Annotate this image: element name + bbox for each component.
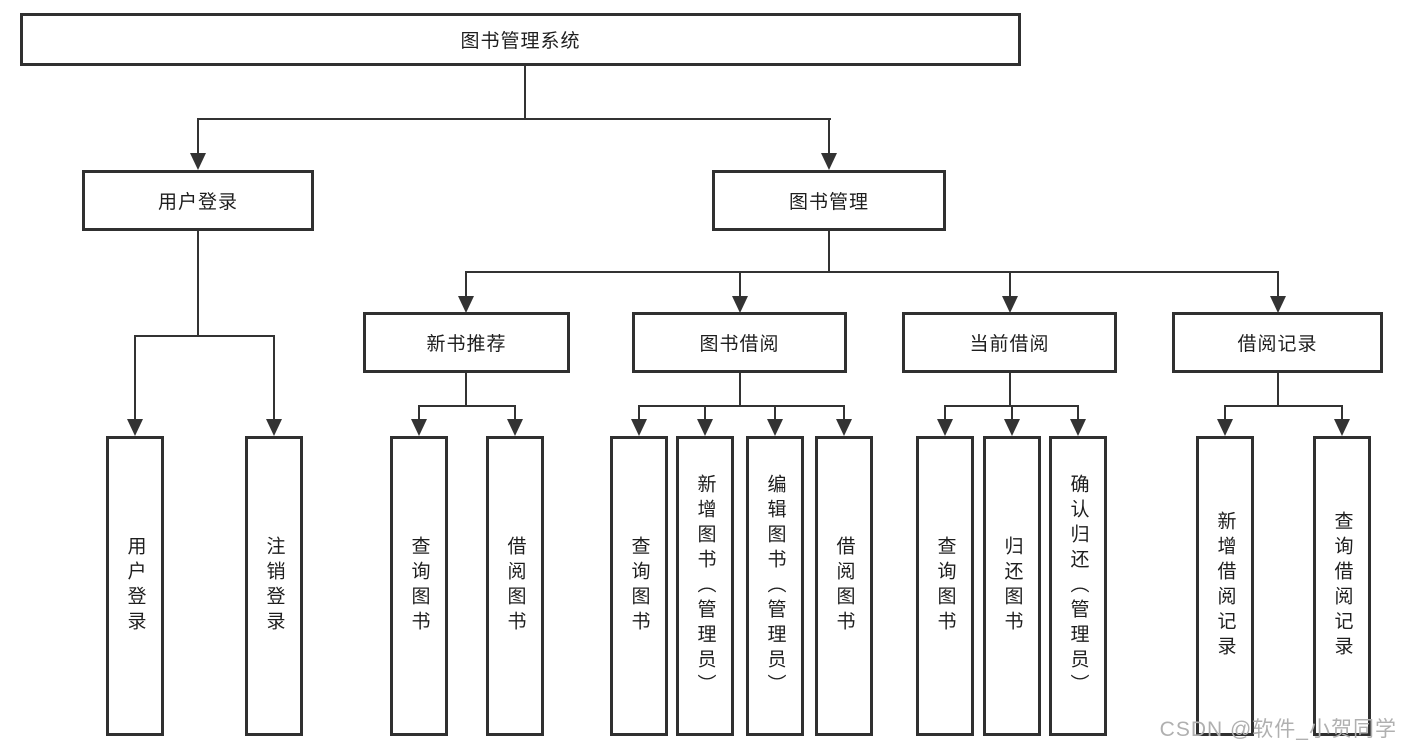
leaf-label: 归还图书 (1001, 536, 1023, 636)
leaf-label: 查询图书 (934, 536, 956, 636)
node-book-management-branch: 图书管理 (712, 170, 946, 231)
arrow-down-icon (266, 419, 282, 436)
node-user-login-leaf: 用户登录 (106, 436, 164, 736)
connector-line (638, 405, 844, 407)
leaf-label: 注销登录 (263, 536, 285, 636)
node-add-book-admin: 新增图书（管理员） (676, 436, 734, 736)
leaf-label: 确认归还（管理员） (1067, 473, 1089, 699)
connector-line (465, 373, 467, 407)
leaf-label: 查询图书 (628, 536, 650, 636)
node-query-borrow-record: 查询借阅记录 (1313, 436, 1371, 736)
connector-line (1011, 405, 1013, 420)
arrow-down-icon (458, 296, 474, 313)
node-borrow-books-recommend: 借阅图书 (486, 436, 544, 736)
connector-line (638, 405, 640, 420)
connector-line (1341, 405, 1343, 420)
connector-line (514, 405, 516, 420)
node-return-books: 归还图书 (983, 436, 1041, 736)
arrow-down-icon (190, 153, 206, 170)
node-logout-leaf: 注销登录 (245, 436, 303, 736)
node-new-book-recommend: 新书推荐 (363, 312, 570, 373)
node-edit-book-admin: 编辑图书（管理员） (746, 436, 804, 736)
arrow-down-icon (1070, 419, 1086, 436)
arrow-down-icon (1002, 296, 1018, 313)
connector-line (1277, 271, 1279, 297)
connector-line (828, 231, 830, 273)
leaf-label: 新增借阅记录 (1214, 511, 1236, 661)
connector-line (418, 405, 516, 407)
arrow-down-icon (836, 419, 852, 436)
connector-line (418, 405, 420, 420)
leaf-label: 编辑图书（管理员） (764, 473, 786, 699)
node-current-borrowing: 当前借阅 (902, 312, 1117, 373)
connector-line (197, 118, 199, 154)
connector-line (273, 335, 275, 420)
connector-line (828, 118, 830, 154)
connector-line (1224, 405, 1226, 420)
leaf-label: 查询图书 (408, 536, 430, 636)
arrow-down-icon (732, 296, 748, 313)
connector-line (524, 66, 526, 119)
connector-line (843, 405, 845, 420)
arrow-down-icon (1004, 419, 1020, 436)
arrow-down-icon (937, 419, 953, 436)
connector-line (134, 335, 136, 420)
connector-line (1009, 271, 1011, 297)
connector-line (197, 231, 199, 337)
connector-line (134, 335, 275, 337)
connector-line (465, 271, 467, 297)
node-book-borrowing: 图书借阅 (632, 312, 847, 373)
connector-line (739, 271, 741, 297)
arrow-down-icon (821, 153, 837, 170)
leaf-label: 借阅图书 (833, 536, 855, 636)
connector-line (774, 405, 776, 420)
arrow-down-icon (1217, 419, 1233, 436)
leaf-label: 借阅图书 (504, 536, 526, 636)
connector-line (1224, 405, 1342, 407)
connector-line (944, 405, 946, 420)
arrow-down-icon (1270, 296, 1286, 313)
node-query-books-borrow: 查询图书 (610, 436, 668, 736)
node-root-library-system: 图书管理系统 (20, 13, 1021, 66)
connector-line (465, 271, 1279, 273)
node-user-login-branch: 用户登录 (82, 170, 314, 231)
node-confirm-return-admin: 确认归还（管理员） (1049, 436, 1107, 736)
connector-line (1009, 373, 1011, 407)
leaf-label: 查询借阅记录 (1331, 511, 1353, 661)
csdn-watermark: CSDN @软件_小贺同学 (1159, 718, 1397, 741)
arrow-down-icon (1334, 419, 1350, 436)
connector-line (1077, 405, 1079, 420)
connector-line (704, 405, 706, 420)
connector-line (197, 118, 831, 120)
node-query-books-current: 查询图书 (916, 436, 974, 736)
node-borrow-books-leaf: 借阅图书 (815, 436, 873, 736)
node-add-borrow-record: 新增借阅记录 (1196, 436, 1254, 736)
arrow-down-icon (631, 419, 647, 436)
connector-line (1277, 373, 1279, 407)
node-borrowing-records: 借阅记录 (1172, 312, 1383, 373)
leaf-label: 新增图书（管理员） (694, 473, 716, 699)
arrow-down-icon (697, 419, 713, 436)
arrow-down-icon (127, 419, 143, 436)
node-query-books-recommend: 查询图书 (390, 436, 448, 736)
arrow-down-icon (767, 419, 783, 436)
arrow-down-icon (507, 419, 523, 436)
connector-line (739, 373, 741, 407)
arrow-down-icon (411, 419, 427, 436)
leaf-label: 用户登录 (124, 536, 146, 636)
